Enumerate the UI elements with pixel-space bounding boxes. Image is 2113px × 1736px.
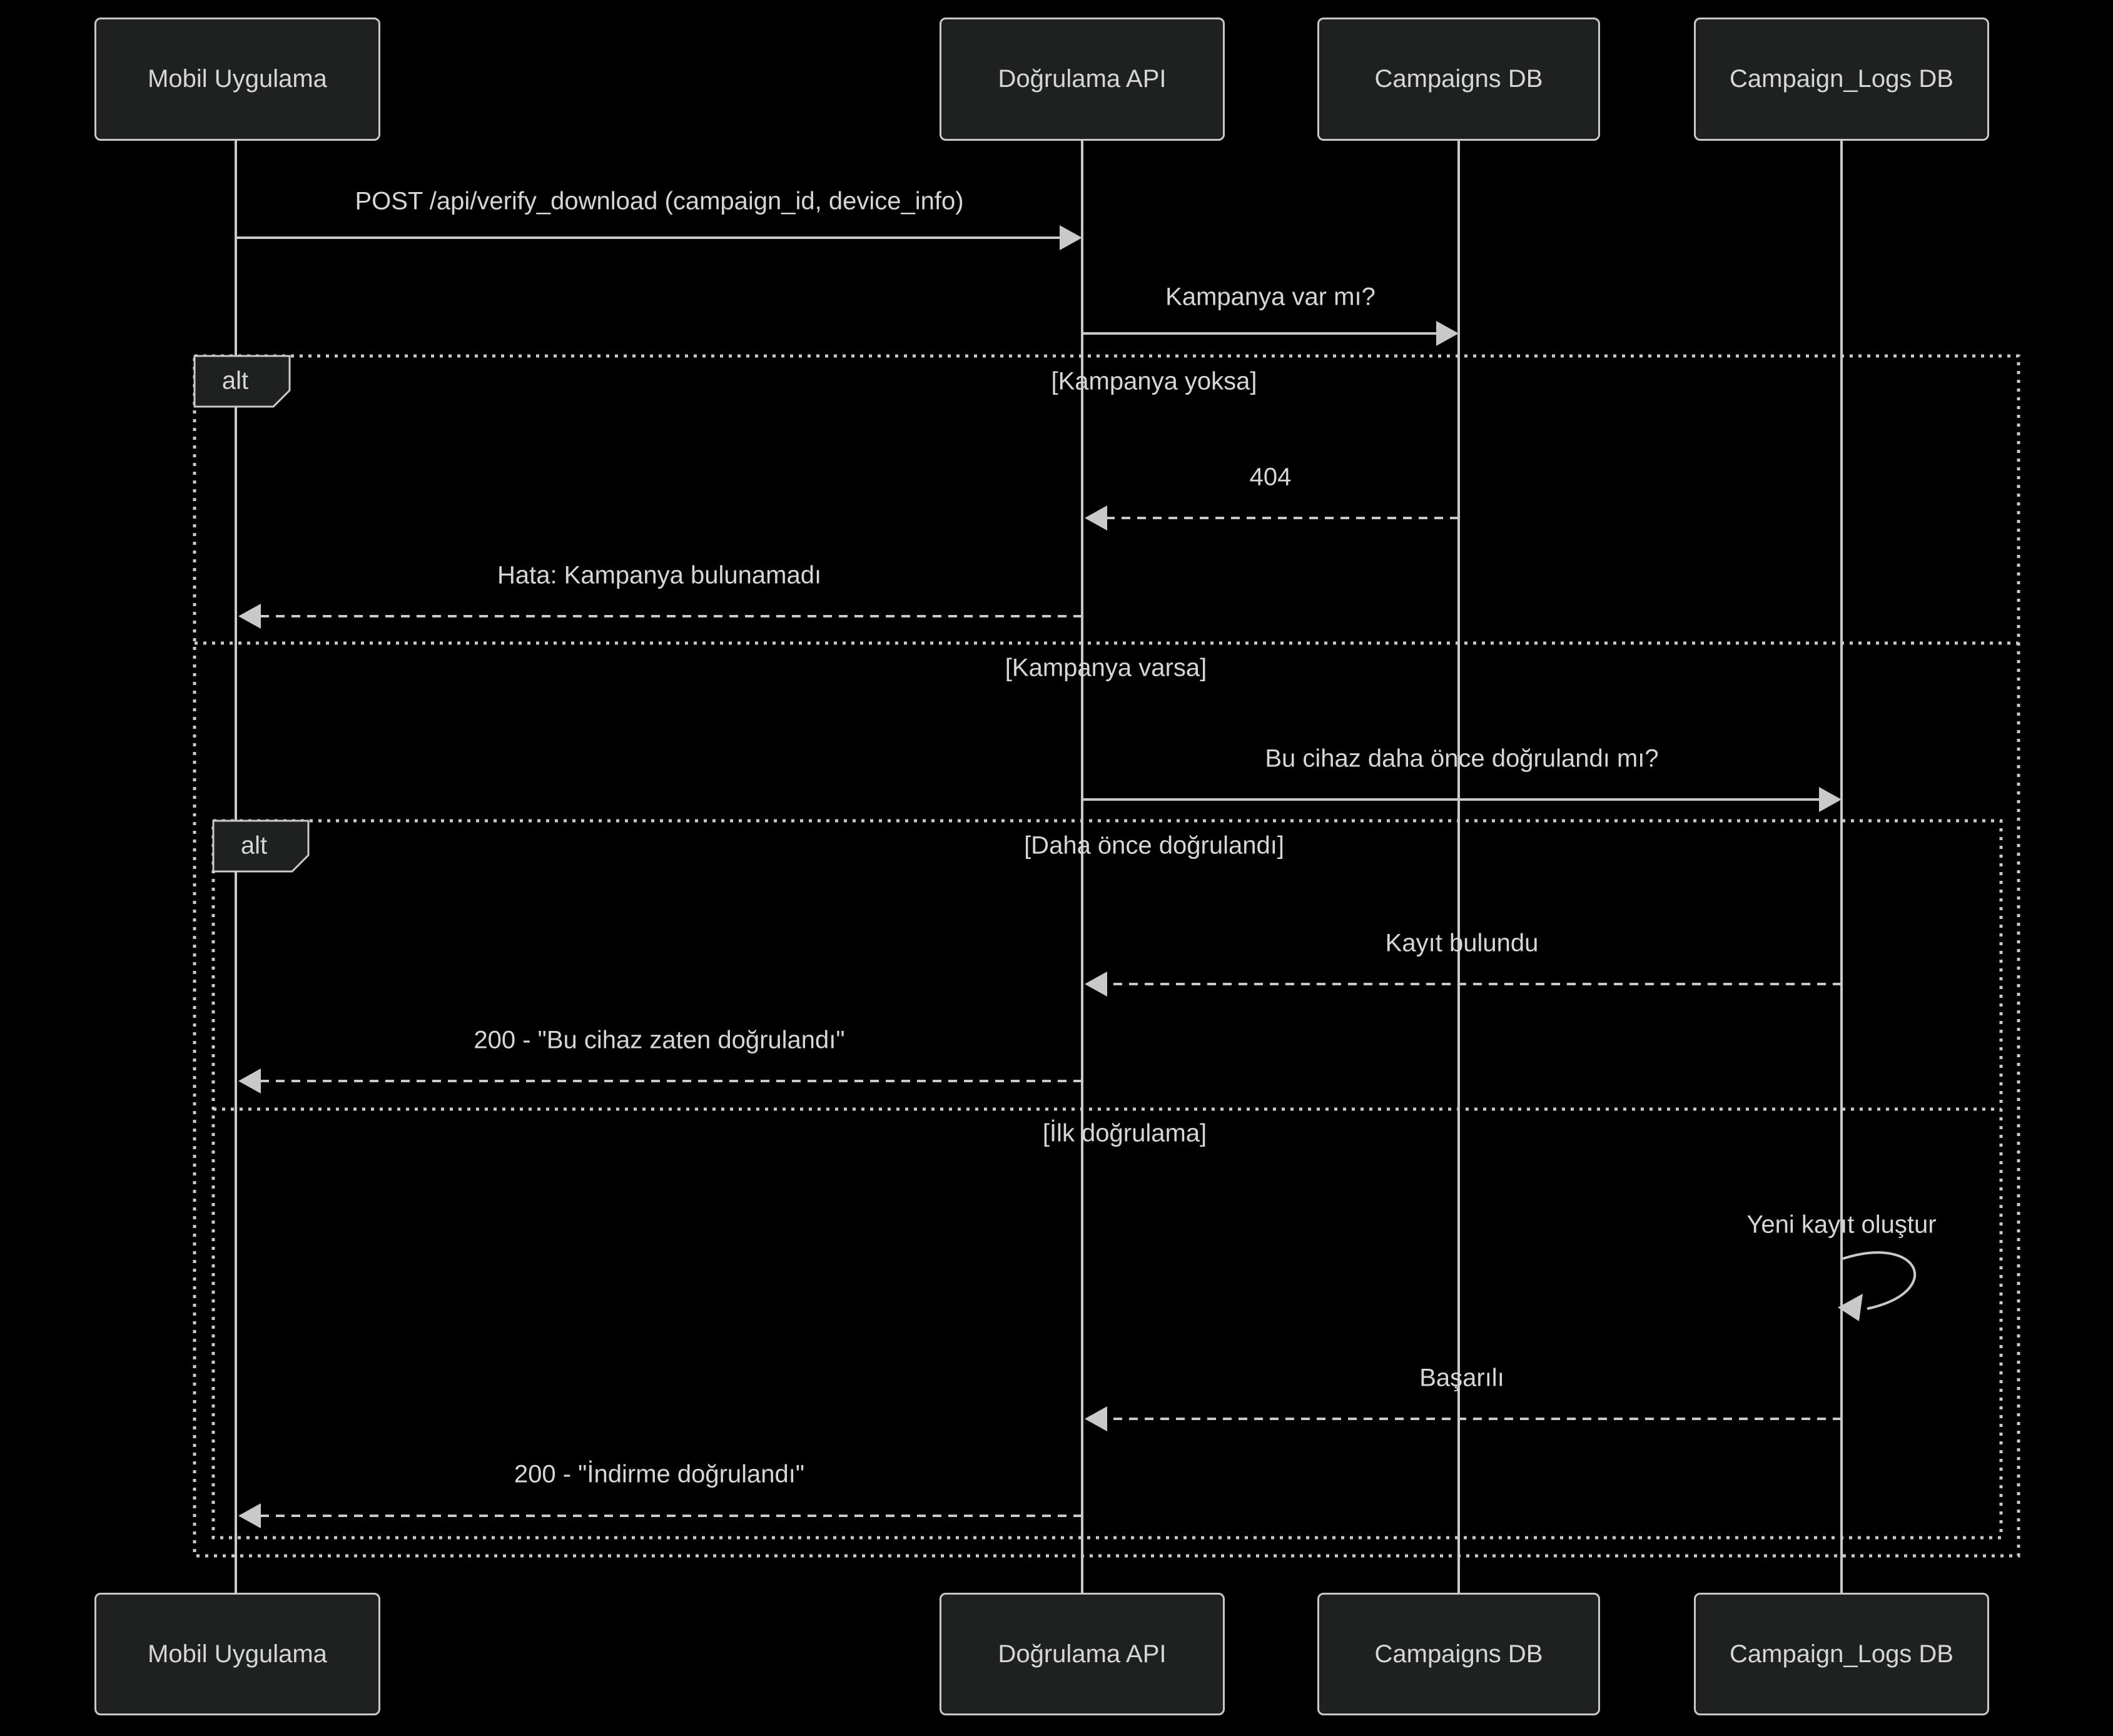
message-label-zaten: 200 - "Bu cihaz zaten doğrulandı" (474, 1026, 845, 1054)
alt-frame-2-label: alt (240, 831, 268, 860)
message-label-basarili: Başarılı (1419, 1364, 1504, 1392)
actor-bottom-api: Doğrulama API (940, 1593, 1225, 1715)
actor-bottom-mobil: Mobil Uygulama (94, 1593, 380, 1715)
actor-label: Doğrulama API (998, 65, 1167, 93)
actor-label: Mobil Uygulama (148, 1640, 327, 1668)
condition-daha-once-dogrulandi: [Daha önce doğrulandı] (1024, 831, 1284, 860)
arrowhead-self-loop (1838, 1294, 1863, 1321)
actor-label: Doğrulama API (998, 1640, 1167, 1668)
arrowhead-post (1060, 225, 1082, 250)
condition-kampanya-yoksa: [Kampanya yoksa] (1051, 367, 1257, 395)
actor-bottom-campaigns: Campaigns DB (1317, 1593, 1600, 1715)
actor-top-logs: Campaign_Logs DB (1694, 18, 1989, 141)
message-label-indirme: 200 - "İndirme doğrulandı" (514, 1460, 805, 1488)
actor-label: Campaign_Logs DB (1730, 1640, 1953, 1668)
actor-label: Campaigns DB (1374, 1640, 1543, 1668)
actor-top-mobil: Mobil Uygulama (94, 18, 380, 141)
arrowhead-kayit-bulundu (1085, 972, 1107, 997)
actor-label: Campaigns DB (1374, 65, 1543, 93)
message-label-kayit-bulundu: Kayıt bulundu (1385, 929, 1539, 957)
arrowhead-basarili (1085, 1406, 1107, 1431)
arrowhead-kampanya-var (1436, 321, 1459, 346)
actor-bottom-logs: Campaign_Logs DB (1694, 1593, 1989, 1715)
actor-top-api: Doğrulama API (940, 18, 1225, 141)
alt-frame-2-label-shape (212, 820, 310, 873)
message-label-bu-cihaz: Bu cihaz daha önce doğrulandı mı? (1265, 744, 1659, 773)
actor-label: Campaign_Logs DB (1730, 65, 1953, 93)
arrowhead-404 (1085, 505, 1107, 530)
arrowhead-zaten (238, 1069, 261, 1094)
message-label-kampanya-var: Kampanya var mı? (1165, 283, 1376, 311)
message-label-post: POST /api/verify_download (campaign_id, … (355, 187, 964, 215)
arrowhead-bu-cihaz (1819, 787, 1842, 812)
arrow-self-loop (1842, 1251, 1917, 1310)
alt-frame-1-label: alt (221, 367, 249, 395)
alt-frame-1-label-shape (193, 355, 291, 408)
condition-kampanya-varsa: [Kampanya varsa] (1005, 654, 1207, 682)
alt-frame-1 (193, 354, 2020, 1558)
arrowhead-hata (238, 604, 261, 629)
alt-frame-2 (211, 819, 2003, 1540)
message-label-yeni-kayit: Yeni kayıt oluştur (1746, 1211, 1937, 1239)
arrowhead-indirme (238, 1503, 261, 1528)
message-label-404: 404 (1249, 463, 1292, 491)
condition-ilk-dogrulama: [İlk doğrulama] (1042, 1119, 1207, 1147)
actor-top-campaigns: Campaigns DB (1317, 18, 1600, 141)
message-label-hata: Hata: Kampanya bulunamadı (497, 561, 822, 589)
actor-label: Mobil Uygulama (148, 65, 327, 93)
